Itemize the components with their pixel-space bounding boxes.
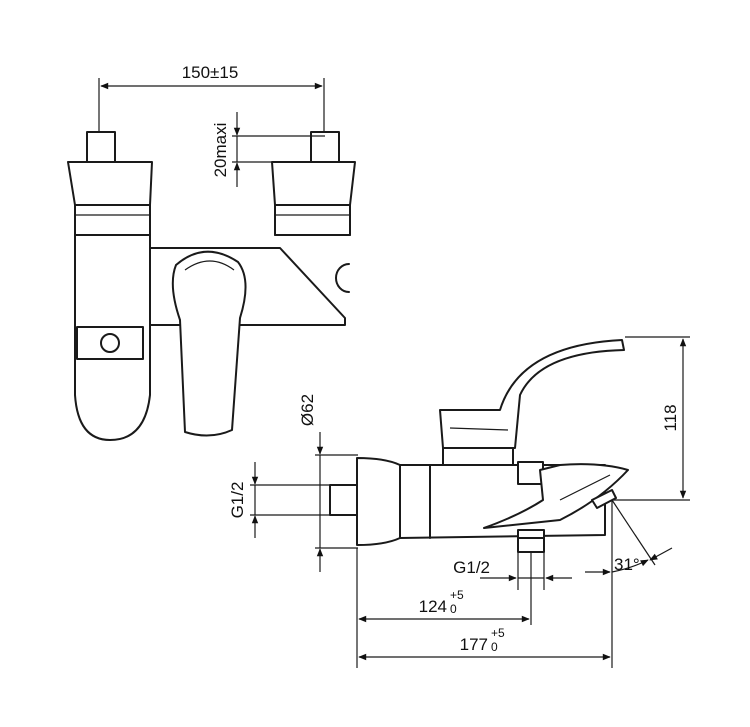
diameter-dimension-label: Ø62 (298, 394, 317, 426)
inlet-pipe (329, 484, 358, 516)
lever-handle (171, 250, 247, 437)
total-length-label: 177 (460, 635, 488, 654)
spout-tol-upper: +5 (450, 588, 464, 602)
side-lever (439, 339, 625, 449)
inlet-thread-dimension: G1/2 (228, 462, 330, 538)
right-connector (271, 131, 356, 293)
total-tol-upper: +5 (491, 626, 505, 640)
diverter-knob (517, 461, 544, 485)
width-dimension: 150±15 (98, 63, 325, 132)
total-length-dimension: 177 +5 0 (358, 626, 611, 661)
total-tol-lower: 0 (491, 640, 498, 654)
front-view: 150±15 20maxi (67, 63, 356, 441)
angle-dimension-label: 31° (614, 555, 640, 574)
outlet-thread-dimension: G1/2 (453, 552, 572, 590)
diameter-dimension: Ø62 (298, 394, 358, 572)
height-dimension-118-label: 118 (661, 404, 680, 431)
width-dimension-label: 150±15 (182, 63, 239, 82)
hot-indicator-icon (100, 333, 120, 353)
spout (483, 463, 629, 529)
height-dimension-20: 20maxi (211, 112, 325, 187)
spout-length-dimension: 124 +5 0 (356, 548, 532, 668)
height-dimension-20-label: 20maxi (211, 123, 230, 178)
wall-flange (356, 457, 401, 546)
side-view: Ø62 G1/2 118 31° (228, 336, 690, 668)
height-dimension-118: 118 (612, 336, 690, 501)
spout-tol-lower: 0 (450, 602, 457, 616)
left-connector (67, 131, 153, 441)
cold-indicator-icon (335, 263, 350, 293)
outlet-thread-label: G1/2 (453, 558, 490, 577)
spout-length-label: 124 (419, 597, 447, 616)
angle-dimension: 31° (585, 499, 673, 668)
inlet-thread-label: G1/2 (228, 482, 247, 519)
